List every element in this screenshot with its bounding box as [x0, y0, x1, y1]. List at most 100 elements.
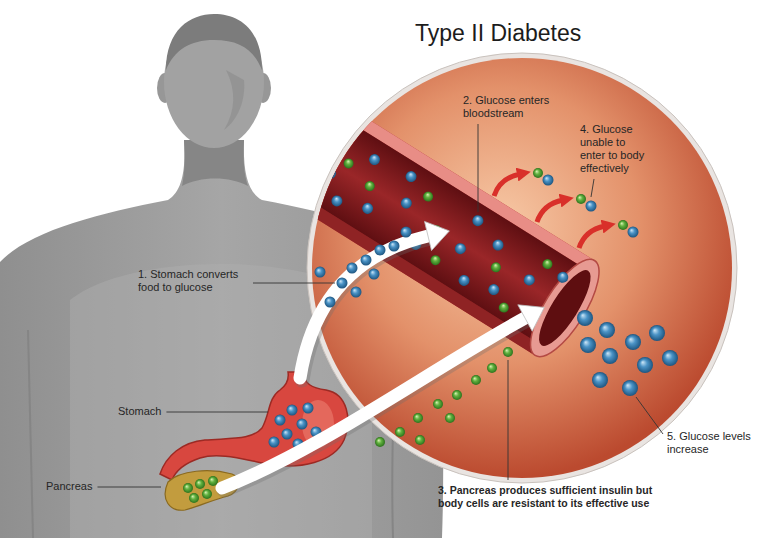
face-shade — [224, 70, 244, 130]
stomach-flow-arrow — [300, 236, 428, 378]
insulin-dot — [541, 257, 555, 271]
insulin-dot — [429, 253, 443, 267]
insulin-dot — [202, 489, 212, 499]
glucose-dot — [662, 350, 678, 366]
glucose-dot — [361, 255, 372, 266]
hair — [166, 14, 262, 70]
glucose-dot — [543, 175, 554, 186]
insulin-dot — [308, 163, 322, 177]
leader-line — [508, 360, 509, 480]
glucose-dot — [555, 270, 570, 285]
stomach — [160, 372, 348, 480]
blocked-arrow — [494, 174, 520, 196]
glucose-dot — [275, 415, 286, 426]
part-label: Pancreas — [46, 480, 92, 493]
leader-line — [97, 487, 161, 488]
flow-arrows — [222, 221, 544, 490]
glucose-dot — [637, 357, 653, 373]
glucose-dot — [580, 337, 596, 353]
leader-line — [636, 397, 663, 434]
glucose-dot — [522, 272, 537, 287]
leader-line — [591, 179, 594, 197]
blocked-arrow — [579, 226, 605, 248]
glucose-stream — [315, 227, 412, 308]
leader-line — [253, 283, 335, 284]
diagram-title: Type II Diabetes — [415, 20, 581, 47]
glucose-dot — [375, 245, 386, 256]
glucose-dot — [351, 287, 362, 298]
glucose-dot — [622, 380, 638, 396]
blocked-arrow — [537, 200, 563, 222]
arrow-head — [425, 221, 450, 250]
glucose-dot — [577, 310, 593, 326]
glucose-dot — [323, 166, 338, 181]
insulin-dot — [395, 427, 405, 437]
insulin-stream — [375, 347, 513, 447]
glucose-dot — [628, 227, 639, 238]
insulin-dot — [375, 437, 385, 447]
glucose-dot — [490, 237, 505, 252]
glucose-dot — [602, 348, 618, 364]
glucose-dot — [389, 241, 400, 252]
part-label: Stomach — [118, 405, 161, 418]
arrow-head — [518, 305, 545, 331]
glucose-dot — [325, 297, 336, 308]
leader-line — [166, 412, 268, 413]
callout-label: 4. Glucose unable to enter to body effec… — [580, 123, 650, 175]
callout-label: 2. Glucose enters bloodstream — [463, 94, 555, 120]
glucose-dot — [297, 419, 308, 430]
glucose-dot — [625, 334, 641, 350]
glucose-dot — [592, 372, 608, 388]
glucose-dot — [401, 227, 412, 238]
glucose-dot — [360, 201, 375, 216]
glucose-dot — [303, 403, 314, 414]
vessel-lumen — [185, 48, 588, 345]
insulin-dot — [413, 413, 423, 423]
insulin-dot — [618, 220, 628, 230]
insulin-dot — [471, 375, 481, 385]
callout-label: 3. Pancreas produces sufficient insulin … — [438, 484, 660, 510]
insulin-dot — [195, 479, 205, 489]
insulin-dot — [445, 413, 455, 423]
blood-vessel — [179, 38, 611, 366]
glucose-dot — [649, 325, 665, 341]
glucose-dot — [329, 193, 344, 208]
glucose-dot — [399, 195, 414, 210]
glucose-dot — [470, 213, 485, 228]
callout-label: 5. Glucose levels increase — [667, 430, 755, 456]
glucose-dot — [282, 429, 293, 440]
insulin-dot — [452, 390, 462, 400]
insulin-dot — [208, 476, 218, 486]
glucose-dot — [453, 241, 468, 256]
insulin-dot — [487, 363, 497, 373]
vessel-cut-end — [518, 250, 611, 366]
insulin-dot — [415, 435, 425, 445]
arm-line — [28, 330, 33, 538]
insulin-dot — [363, 179, 377, 193]
glucose-dot — [404, 169, 419, 184]
insulin-dot — [503, 347, 513, 357]
leader-lines — [97, 124, 663, 487]
insulin-dot — [489, 260, 503, 274]
insulin-dot — [183, 483, 193, 493]
insulin-dot — [433, 399, 443, 409]
insulin-dot — [342, 157, 356, 171]
glucose-dot — [287, 405, 298, 416]
glucose-dot — [313, 124, 328, 139]
vessel-wall — [179, 38, 595, 356]
glucose-dot — [337, 278, 348, 289]
glucose-dot — [586, 201, 597, 212]
glucose-dot — [315, 267, 326, 278]
glucose-dot — [347, 263, 358, 274]
stomach-organ — [160, 372, 348, 480]
glucose-dot — [269, 437, 280, 448]
glucose-dot — [367, 152, 382, 167]
insulin-dot — [497, 301, 511, 315]
insulin-dot — [189, 493, 199, 503]
glucose-dot — [369, 269, 380, 280]
callout-label: 1. Stomach converts food to glucose — [138, 268, 248, 294]
glucose-dot — [599, 322, 615, 338]
pancreas-flow-arrow — [222, 318, 525, 488]
